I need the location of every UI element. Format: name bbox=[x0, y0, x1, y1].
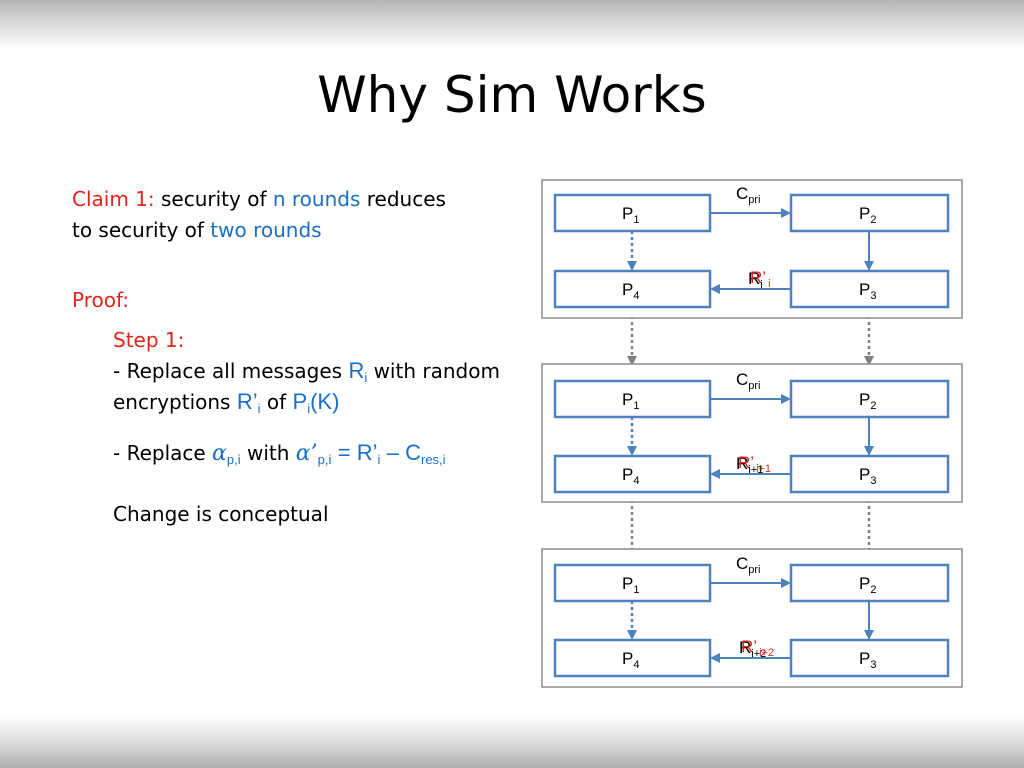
party-box-p2 bbox=[789, 379, 950, 419]
label-p1: P1 bbox=[622, 204, 639, 226]
proof-line1-R-sub: i bbox=[364, 370, 368, 385]
label-p4: P4 bbox=[622, 649, 639, 671]
claim-line-1: Claim 1: security of n rounds reduces bbox=[72, 189, 446, 209]
label-c-pri: Cpri bbox=[736, 370, 761, 392]
label-p4: P4 bbox=[622, 465, 639, 487]
party-box-p3 bbox=[789, 454, 950, 494]
bottom-gradient-band bbox=[0, 716, 1024, 768]
label-r-i-plus-1: Ri+1 bbox=[736, 454, 763, 476]
label-c-pri: Cpri bbox=[736, 554, 761, 576]
label-p1: P1 bbox=[622, 390, 639, 412]
label-r-i-plus-2: Ri+2 bbox=[739, 638, 766, 660]
label-r-prime-i-plus-1: R’i+1 bbox=[738, 453, 771, 475]
label-p3: P3 bbox=[859, 649, 876, 671]
proof-line1-R: R bbox=[348, 358, 365, 383]
label-p2: P2 bbox=[859, 390, 876, 412]
claim-highlight-n-rounds: n rounds bbox=[272, 187, 361, 211]
proof-line1-b: with random bbox=[373, 359, 500, 383]
proof-line2-a: encryptions bbox=[113, 390, 231, 414]
proof-line-3: - Replace αp,i with α’p,i = R’i – Cres,i bbox=[113, 440, 446, 467]
claim-label: Claim 1: bbox=[72, 187, 155, 211]
label-p4: P4 bbox=[622, 280, 639, 302]
claim-text-c: to security of bbox=[72, 218, 204, 242]
top-gradient-band bbox=[0, 0, 1024, 48]
round-block-2: P1 P2 P3 P4 Cpri Ri+1 R’i+1 bbox=[541, 363, 963, 503]
proof-line3-alpha-prime-sub: p,i bbox=[317, 452, 332, 467]
party-box-p2 bbox=[789, 563, 950, 603]
label-r-prime-i: R’i bbox=[750, 268, 771, 290]
proof-line3-eq: = R’ bbox=[337, 440, 378, 465]
proof-line3-minus-C: – C bbox=[386, 440, 421, 465]
party-box-p3 bbox=[789, 269, 950, 309]
claim-text-b: reduces bbox=[366, 187, 446, 211]
proof-line3-alpha-sub: p,i bbox=[226, 452, 241, 467]
label-r-i: Ri bbox=[748, 269, 763, 291]
proof-line3-with: with bbox=[247, 441, 290, 465]
claim-text-a: security of bbox=[161, 187, 267, 211]
label-c-pri: Cpri bbox=[736, 184, 761, 206]
party-box-p4 bbox=[553, 454, 712, 494]
proof-label: Proof: bbox=[72, 288, 130, 312]
label-p2: P2 bbox=[859, 574, 876, 596]
label-p3: P3 bbox=[859, 465, 876, 487]
proof-line-2: encryptions R’i of Pi(K) bbox=[113, 389, 340, 416]
slide-title: Why Sim Works bbox=[317, 66, 707, 124]
step-label: Step 1: bbox=[113, 328, 185, 352]
proof-line2-P-sub: i bbox=[307, 401, 311, 416]
claim-highlight-two-rounds: two rounds bbox=[210, 218, 322, 242]
proof-line1-a: - Replace all messages bbox=[113, 359, 343, 383]
party-box-p1 bbox=[553, 563, 712, 603]
proof-line3-C-sub: res,i bbox=[421, 452, 446, 467]
label-p1: P1 bbox=[622, 574, 639, 596]
proof-line2-P: P bbox=[292, 389, 308, 414]
proof-line-1: - Replace all messages Ri with random bbox=[113, 358, 500, 385]
label-p3: P3 bbox=[859, 280, 876, 302]
proof-line3-alpha: α bbox=[212, 441, 227, 466]
proof-line2-Rprime: R’ bbox=[236, 389, 258, 414]
label-p2: P2 bbox=[859, 204, 876, 226]
round-block-1: P1 P2 P3 P4 Cpri Ri R’i bbox=[541, 179, 963, 319]
proof-line3-alpha-prime: α’ bbox=[295, 441, 318, 466]
round-block-3: P1 P2 P3 P4 Cpri Ri+2 R’i+2 bbox=[541, 548, 963, 688]
proof-line2-K: (K) bbox=[310, 389, 340, 414]
label-r-prime-i-plus-2: R’i+2 bbox=[741, 637, 774, 659]
claim-line-2: to security of two rounds bbox=[72, 220, 322, 240]
proof-line-4: Change is conceptual bbox=[113, 502, 329, 526]
party-box-p4 bbox=[553, 638, 712, 678]
party-box-p4 bbox=[553, 269, 712, 309]
proof-line2-Rprime-sub: i bbox=[257, 401, 261, 416]
proof-line3-a: - Replace bbox=[113, 441, 206, 465]
proof-line3-eq-sub: i bbox=[377, 452, 381, 467]
party-box-p2 bbox=[789, 193, 950, 233]
proof-line2-of: of bbox=[266, 390, 287, 414]
